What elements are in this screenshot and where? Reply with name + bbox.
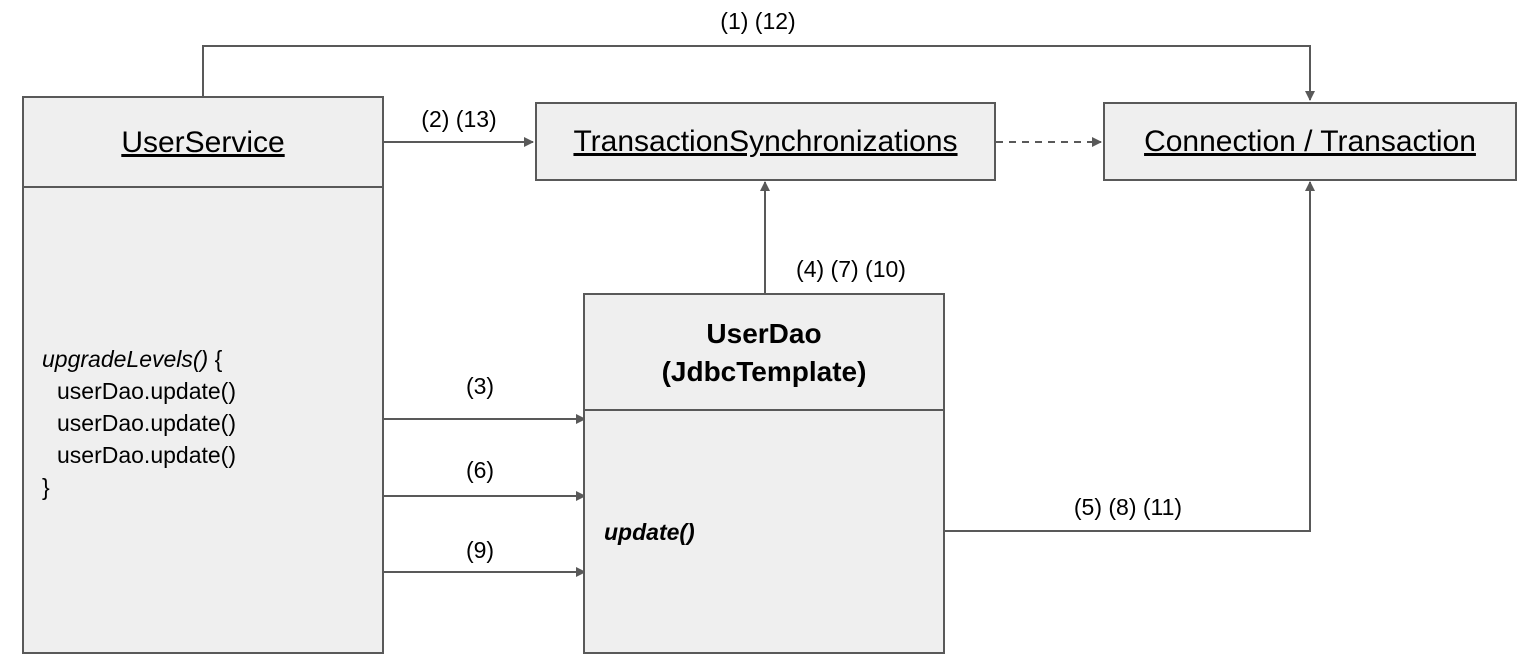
- edge-userservice-to-connection: [202, 45, 1315, 101]
- edge-label: (2) (13): [421, 106, 497, 132]
- edge-label: (4) (7) (10): [796, 256, 906, 282]
- edge-label: (5) (8) (11): [1073, 494, 1183, 520]
- method-name: upgradeLevels(): [42, 346, 209, 372]
- method-signature-line: upgradeLevels() {: [42, 346, 222, 372]
- open-brace: {: [208, 346, 223, 372]
- edge-label: (3): [465, 373, 495, 399]
- userservice-title: UserService: [121, 126, 285, 159]
- connection-box: Connection / Transaction: [1103, 102, 1517, 181]
- edge-label: (9): [465, 537, 495, 563]
- code-call-line: userDao.update(): [57, 378, 236, 404]
- userdao-divider: [585, 409, 943, 411]
- transaction-sync-box: TransactionSynchronizations: [535, 102, 996, 181]
- edge-label: (6): [465, 457, 495, 483]
- userdao-title-line1: UserDao: [706, 318, 822, 349]
- code-call-line: userDao.update(): [57, 442, 236, 468]
- code-call-line: userDao.update(): [57, 410, 236, 436]
- userdao-title-line2: (JdbcTemplate): [661, 356, 867, 387]
- edge-userdao-to-connection: [945, 181, 1315, 532]
- connection-title: Connection / Transaction: [1144, 125, 1476, 158]
- close-brace: }: [42, 474, 50, 500]
- edge-label: (1) (12): [720, 8, 796, 34]
- userservice-box: UserService upgradeLevels() { userDao.up…: [22, 96, 384, 654]
- userdao-box: UserDao (JdbcTemplate) update(): [583, 293, 945, 654]
- transaction-sync-title: TransactionSynchronizations: [573, 125, 958, 158]
- userservice-divider: [24, 186, 382, 188]
- userdao-method: update(): [604, 519, 695, 545]
